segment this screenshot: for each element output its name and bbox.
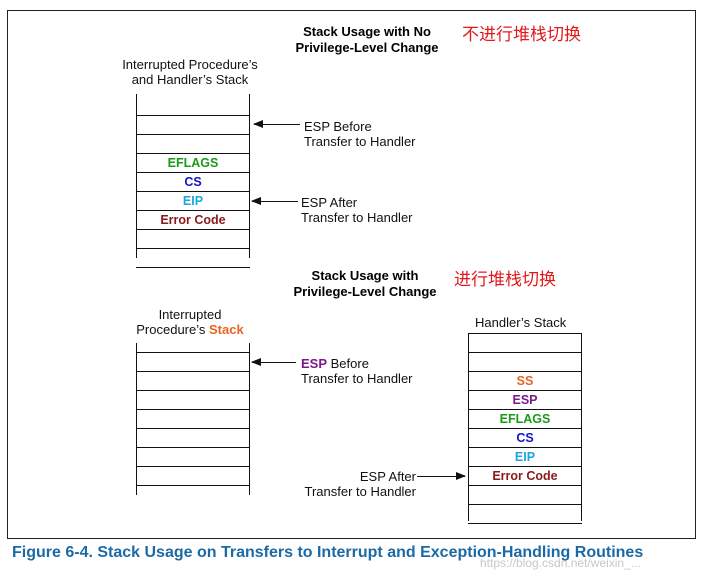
stack-cell bbox=[136, 409, 250, 428]
left-stack-label-line2: Procedure’s Stack bbox=[110, 322, 270, 337]
top-title-line2: Privilege-Level Change bbox=[295, 40, 439, 55]
stack-cell: CS bbox=[468, 428, 582, 447]
bottom-esp-before-line2: Transfer to Handler bbox=[301, 371, 413, 386]
stack-cell: CS bbox=[136, 172, 250, 191]
bottom-esp-before-word: ESP bbox=[301, 356, 328, 371]
stack-cell bbox=[136, 447, 250, 466]
stack-cell bbox=[136, 115, 250, 134]
stack-cell: EFLAGS bbox=[136, 153, 250, 172]
figure-caption: Figure 6-4. Stack Usage on Transfers to … bbox=[12, 544, 644, 561]
bottom-esp-before-arrow bbox=[251, 358, 296, 366]
stack-cell: Error Code bbox=[136, 210, 250, 229]
top-esp-after-arrow bbox=[251, 197, 298, 205]
stack-cell bbox=[468, 504, 582, 523]
bottom-cn-note: 进行堆栈切换 bbox=[454, 270, 556, 289]
stack-cell: EIP bbox=[136, 191, 250, 210]
top-esp-after-line2: Transfer to Handler bbox=[301, 210, 413, 225]
bottom-esp-after-line2: Transfer to Handler bbox=[304, 484, 416, 499]
stack-cell bbox=[136, 229, 250, 248]
left-stack-label-highlight: Stack bbox=[209, 322, 244, 337]
top-title-line1: Stack Usage with No bbox=[303, 24, 431, 39]
stack-cell bbox=[468, 352, 582, 371]
bottom-esp-before-rest: Before bbox=[327, 356, 369, 371]
bottom-title-line1: Stack Usage with bbox=[311, 268, 419, 283]
left-stack-label-line1: Interrupted bbox=[158, 307, 222, 322]
top-stack-label-line2: and Handler’s Stack bbox=[131, 72, 249, 87]
stack-cell: Error Code bbox=[468, 466, 582, 485]
top-esp-after-label: ESP After Transfer to Handler bbox=[301, 195, 413, 225]
bottom-esp-after-label: ESP After Transfer to Handler bbox=[290, 469, 416, 499]
left-stack bbox=[136, 343, 250, 495]
watermark: https://blog.csdn.net/weixin_... bbox=[480, 556, 641, 570]
stack-cell bbox=[136, 248, 250, 267]
top-esp-before-line2: Transfer to Handler bbox=[304, 134, 416, 149]
top-stack-label-line1: Interrupted Procedure’s bbox=[122, 57, 258, 72]
stack-cell bbox=[136, 371, 250, 390]
top-esp-after-line1: ESP After bbox=[301, 195, 358, 210]
stack-cell: ESP bbox=[468, 390, 582, 409]
bottom-esp-after-arrow bbox=[417, 472, 466, 480]
stack-bottom-line bbox=[468, 523, 582, 524]
stack-cell bbox=[468, 485, 582, 504]
stack-cell bbox=[136, 466, 250, 485]
top-esp-before-line1: ESP Before bbox=[304, 119, 372, 134]
top-stack-label: Interrupted Procedure’s and Handler’s St… bbox=[105, 57, 275, 87]
stack-cell bbox=[136, 352, 250, 371]
bottom-esp-before-line1: ESP Before bbox=[301, 356, 413, 371]
figure-frame bbox=[7, 10, 696, 539]
stack-cell bbox=[136, 134, 250, 153]
top-title: Stack Usage with No Privilege-Level Chan… bbox=[280, 24, 454, 56]
bottom-title-line2: Privilege-Level Change bbox=[293, 284, 437, 299]
right-stack-label: Handler’s Stack bbox=[475, 315, 567, 330]
bottom-esp-after-line1: ESP After bbox=[359, 469, 416, 484]
bottom-title: Stack Usage with Privilege-Level Change bbox=[275, 268, 455, 300]
left-stack-label: Interrupted Procedure’s Stack bbox=[110, 307, 270, 337]
stack-cell: EIP bbox=[468, 447, 582, 466]
left-stack-label-prefix: Procedure’s bbox=[136, 322, 210, 337]
stack-cell: EFLAGS bbox=[468, 409, 582, 428]
stack-cell bbox=[468, 333, 582, 352]
bottom-esp-before-label: ESP Before Transfer to Handler bbox=[301, 356, 413, 386]
stack-bottom-line bbox=[136, 485, 250, 486]
stack-cell: SS bbox=[468, 371, 582, 390]
top-cn-note: 不进行堆栈切换 bbox=[462, 25, 581, 44]
top-esp-before-arrow bbox=[253, 120, 300, 128]
stack-cell bbox=[136, 390, 250, 409]
top-esp-before-label: ESP Before Transfer to Handler bbox=[304, 119, 416, 149]
stack-cell bbox=[136, 428, 250, 447]
stack-bottom-line bbox=[136, 267, 250, 268]
